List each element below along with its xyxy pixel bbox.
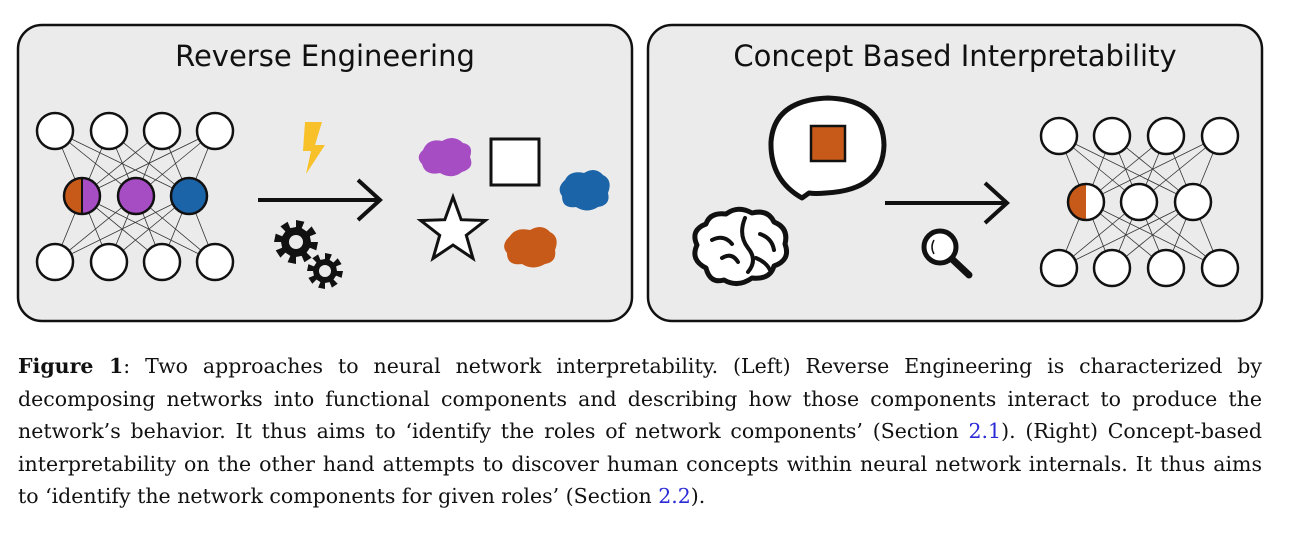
blue-blob-icon — [559, 169, 610, 211]
gear-hole — [319, 265, 331, 277]
right-panel-frame — [646, 23, 1264, 323]
caption-figure-label: Figure 1 — [18, 354, 124, 378]
right-panel: Concept Based Interpretability — [646, 23, 1264, 323]
connection-line — [1058, 201, 1194, 269]
neuron — [1092, 116, 1132, 156]
neuron — [1146, 248, 1186, 288]
left-neural-network — [35, 111, 235, 282]
neuron — [35, 111, 75, 151]
lightning-bolt-icon — [303, 122, 325, 174]
arrow-right-icon — [258, 178, 383, 222]
neuron — [1200, 116, 1240, 156]
neuron — [195, 242, 235, 282]
neuron — [142, 242, 182, 282]
figure-caption: Figure 1: Two approaches to neural netwo… — [18, 350, 1262, 513]
orange-blob-icon — [504, 226, 557, 268]
neuron-half — [1068, 184, 1086, 220]
neuron — [1092, 248, 1132, 288]
connection-line — [81, 130, 216, 197]
connection-line — [1085, 135, 1221, 203]
neuron — [169, 176, 209, 216]
caption-text-part2: ). (Right) Concept-based interpretabilit… — [18, 419, 1262, 508]
caption-text-part3: ). — [690, 484, 706, 508]
neuron — [1066, 182, 1106, 222]
orange-square-icon — [809, 124, 847, 163]
gears-icon — [274, 220, 343, 289]
neuron — [89, 111, 129, 151]
neuron-half-fill — [64, 178, 82, 214]
connection-line — [54, 195, 190, 263]
square-icon — [489, 137, 541, 187]
neuron — [1146, 116, 1186, 156]
neuron — [116, 176, 156, 216]
neuron — [35, 242, 75, 282]
right-neural-network — [1039, 116, 1240, 288]
neuron — [142, 111, 182, 151]
gear-hole — [289, 235, 303, 249]
caption-separator: : — [123, 354, 131, 378]
caption-section-ref-1[interactable]: 2.1 — [968, 419, 1002, 443]
magnifier-icon — [921, 228, 973, 279]
neuron — [1119, 182, 1159, 222]
neuron — [89, 242, 129, 282]
purple-blob-icon — [418, 137, 472, 177]
neuron — [1039, 116, 1079, 156]
figure-diagram: Reverse Engineering Concept Based Interp… — [16, 23, 1264, 323]
caption-text-part1: Two approaches to neural network interpr… — [18, 354, 1263, 443]
left-panel: Reverse Engineering — [16, 23, 634, 323]
arrow-right-icon — [885, 181, 1010, 225]
neuron — [195, 111, 235, 151]
right-panel-title: Concept Based Interpretability — [733, 39, 1176, 73]
neuron — [1039, 248, 1079, 288]
left-panel-title: Reverse Engineering — [175, 39, 475, 73]
neuron — [1200, 248, 1240, 288]
caption-section-ref-2[interactable]: 2.2 — [658, 484, 691, 508]
star-icon — [416, 192, 490, 263]
neuron-half-fill — [1068, 184, 1086, 220]
neuron-half — [64, 178, 82, 214]
neuron — [1173, 182, 1213, 222]
brain-icon — [692, 206, 790, 286]
